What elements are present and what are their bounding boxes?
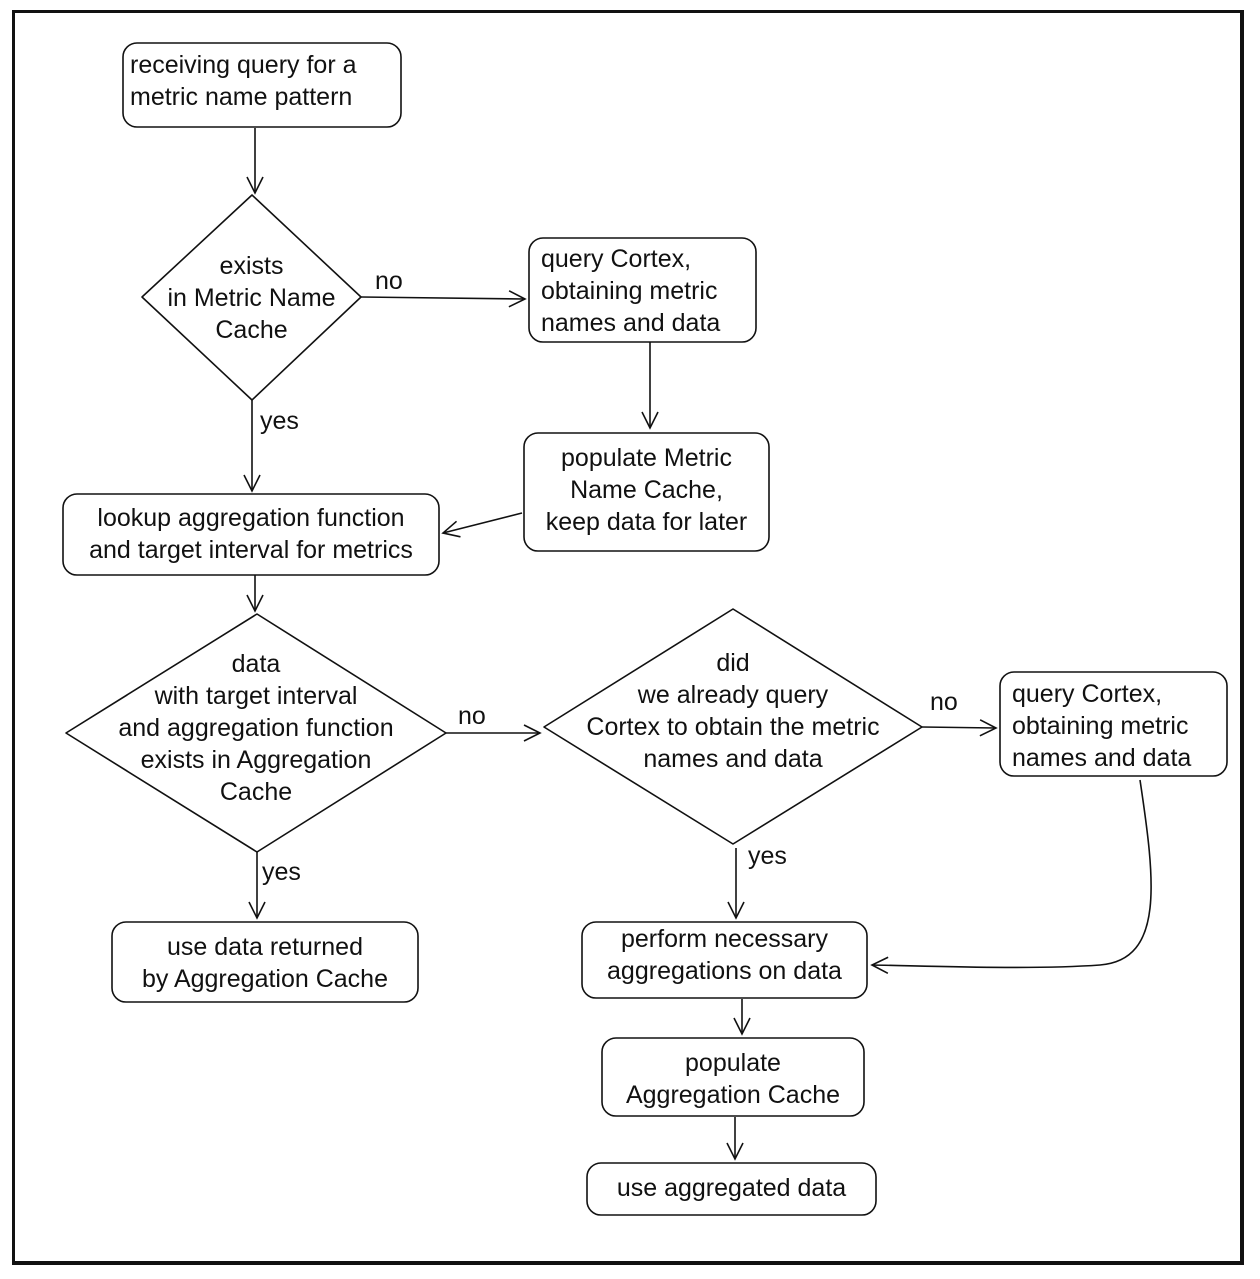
query-cortex-2-text: query Cortex, obtaining metric names and… <box>1012 680 1192 772</box>
start-text: receiving query for a metric name patter… <box>130 51 357 111</box>
populate-metric-cache-text: populate Metric Name Cache, keep data fo… <box>545 444 748 536</box>
decision-already-queried-diamond <box>543 608 923 845</box>
use-cache-data-text: use data returned by Aggregation Cache <box>141 933 388 993</box>
lookup-aggregation-box <box>62 493 440 576</box>
populate-aggregation-cache-box <box>601 1037 865 1117</box>
decision-aggregation-cache-text: data with target interval and aggregatio… <box>118 650 394 806</box>
decision-already-queried-text: did we already query Cortex to obtain th… <box>586 649 880 773</box>
use-cache-data-box <box>111 921 419 1003</box>
use-aggregated-text: use aggregated data <box>616 1174 847 1202</box>
perform-aggregations-text: perform necessary aggregations on data <box>607 925 842 985</box>
query-cortex-2-box <box>999 671 1228 777</box>
diagram-frame <box>12 10 1244 1265</box>
edge-label-aggregation-cache-yes: yes <box>262 858 301 886</box>
query-cortex-1-box <box>528 237 757 343</box>
edge-label-metric-cache-yes: yes <box>260 407 299 435</box>
populate-metric-cache-box <box>523 432 770 552</box>
arrow-cortex2-to-perform <box>870 779 1152 974</box>
arrow-decision-no <box>360 290 527 308</box>
arrow-decision3-no <box>921 719 998 737</box>
perform-aggregations-box <box>581 921 868 999</box>
edge-label-metric-cache-no: no <box>375 267 403 295</box>
start-box <box>122 42 402 128</box>
populate-aggregation-cache-text: populate Aggregation Cache <box>625 1049 841 1109</box>
edge-label-aggregation-cache-no: no <box>458 702 486 730</box>
edge-label-already-queried-no: no <box>930 688 958 716</box>
decision-metric-cache-text: exists in Metric Name Cache <box>167 252 336 344</box>
arrow-populate-to-lookup <box>441 512 523 538</box>
query-cortex-1-text: query Cortex, obtaining metric names and… <box>541 245 721 337</box>
lookup-aggregation-text: lookup aggregation function and target i… <box>89 504 413 564</box>
edge-label-already-queried-yes: yes <box>748 842 787 870</box>
use-aggregated-box <box>586 1162 877 1216</box>
